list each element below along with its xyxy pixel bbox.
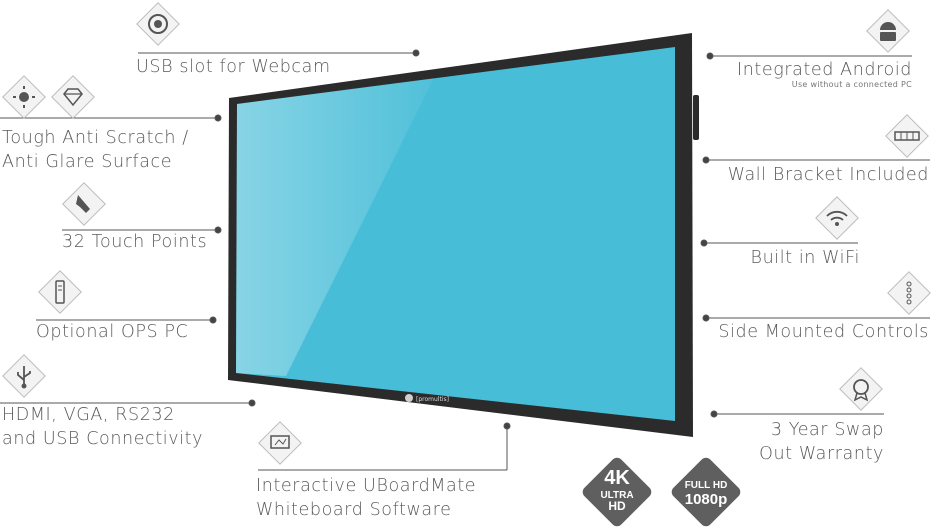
sun-icon [2, 75, 46, 119]
label-connectivity-line2: and USB Connectivity [2, 429, 204, 449]
label-android-sub: Use without a connected PC [791, 80, 912, 89]
brand-logo-text: [promultis] [416, 396, 449, 403]
label-connectivity-line1: HDMI, VGA, RS232 [2, 405, 175, 425]
badge-4k-line3: HD [608, 499, 626, 513]
badge-4k-ultra-hd: 4K ULTRA HD [582, 457, 652, 527]
label-whiteboard-line2: Whiteboard Software [256, 500, 452, 520]
wall-bracket-icon [885, 114, 929, 158]
label-wifi: Built in WiFi [750, 248, 860, 268]
usb-icon [2, 354, 46, 398]
interactive-display [228, 33, 699, 437]
label-warranty-line1: 3 Year Swap [770, 420, 884, 440]
label-scratch-line1: Tough Anti Scratch / [2, 128, 189, 148]
badge-fhd-line2: 1080p [685, 491, 728, 508]
label-whiteboard-line1: Interactive UBoardMate [256, 476, 477, 496]
wifi-icon [815, 196, 859, 240]
label-warranty-line2: Out Warranty [759, 444, 884, 464]
ops-pc-icon [38, 270, 82, 314]
touch-hand-icon [62, 182, 106, 226]
label-scratch-line2: Anti Glare Surface [2, 152, 173, 172]
badge-4k-line1: 4K [604, 467, 630, 489]
whiteboard-icon [258, 421, 302, 465]
label-touch: 32 Touch Points [62, 232, 208, 252]
badge-4k-line2: ULTRA [600, 490, 633, 501]
side-controls-icon [887, 271, 931, 315]
label-android: Integrated Android [736, 60, 912, 80]
android-icon [866, 9, 910, 53]
label-controls: Side Mounted Controls [718, 322, 929, 342]
webcam-icon [136, 2, 180, 46]
label-bracket: Wall Bracket Included [727, 165, 929, 185]
screen-glare [236, 78, 434, 376]
badge-fhd-line1: FULL HD [685, 480, 728, 491]
diamond-icon [51, 75, 95, 119]
label-webcam: USB slot for Webcam [136, 57, 331, 77]
badge-full-hd-1080p: FULL HD 1080p [671, 457, 741, 527]
brand-logo-icon [405, 394, 413, 402]
warranty-seal-icon [839, 367, 883, 411]
side-handle [693, 95, 699, 140]
label-ops: Optional OPS PC [36, 322, 189, 342]
connector-lines [0, 49, 930, 471]
